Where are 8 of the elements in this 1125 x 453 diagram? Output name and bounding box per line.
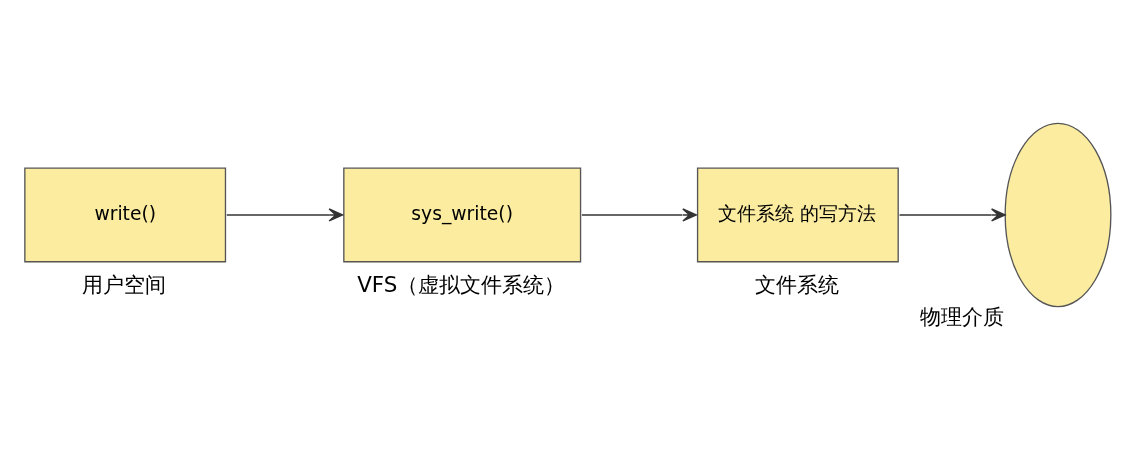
node-label: 物理介质 xyxy=(920,303,1005,329)
node-label: VFS（虚拟文件系统） xyxy=(357,271,566,297)
node-label: 用户空间 xyxy=(82,271,167,297)
arrow xyxy=(226,207,344,222)
node-label: 文件系统 xyxy=(755,271,840,297)
arrow xyxy=(898,207,1006,222)
node-ellipse xyxy=(1004,122,1112,307)
arrow xyxy=(581,207,697,222)
